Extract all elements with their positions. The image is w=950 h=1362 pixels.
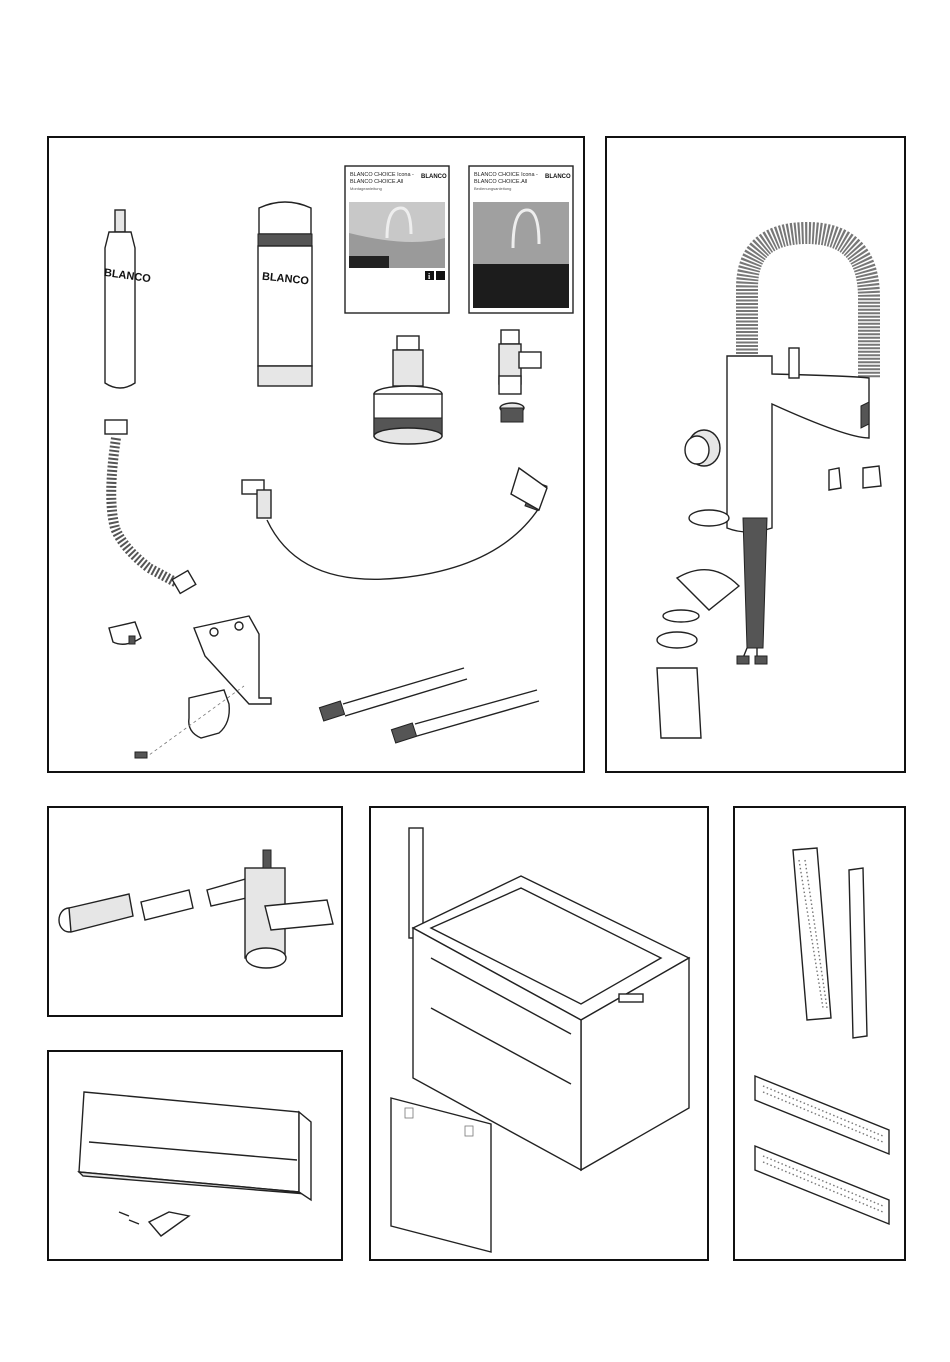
accessories-illustration: BLANCO BLANCO BLANCO CHOICE Icona - BLAN… [49, 138, 587, 775]
filter-cartridge: BLANCO [258, 202, 312, 386]
manual-1-brand: BLANCO [421, 174, 447, 180]
corrugated-hose [105, 420, 196, 593]
manual-2: BLANCO CHOICE Icona - BLANCO CHOICE.All … [469, 166, 573, 313]
tee-valve [499, 330, 541, 422]
faucet-illustration [607, 138, 908, 775]
manual-2-title-line2: BLANCO CHOICE.All [474, 179, 527, 185]
sink-tray-illustration [49, 1052, 345, 1263]
power-cable [242, 468, 547, 579]
panel-sink-tray [47, 1050, 343, 1261]
manual-2-title-line1: BLANCO CHOICE Icona - [474, 172, 538, 178]
mounting-bracket [135, 616, 271, 758]
manual-1-subtitle: Montageanleitung [350, 186, 382, 191]
manual-1-title-line1: BLANCO CHOICE Icona - [350, 172, 414, 178]
panel-rails [733, 806, 906, 1261]
clip [109, 622, 141, 644]
manual-2-brand: BLANCO [545, 174, 571, 180]
cabinet-illustration [371, 808, 711, 1263]
panel-accessories: BLANCO BLANCO BLANCO CHOICE Icona - BLAN… [47, 136, 585, 773]
manual-1: BLANCO CHOICE Icona - BLANCO CHOICE.All … [345, 166, 449, 313]
faucet [657, 233, 881, 738]
adapter-ring [374, 336, 442, 444]
manual-2-subtitle: Bedienungsanleitung [474, 186, 511, 191]
cabinet [391, 828, 689, 1252]
manual-1-title-line2: BLANCO CHOICE.All [350, 179, 403, 185]
panel-faucet [605, 136, 906, 773]
co2-bottle: BLANCO [103, 210, 152, 388]
rails [755, 848, 889, 1224]
panel-cabinet [369, 806, 709, 1261]
water-tubes [319, 668, 539, 743]
drain-illustration [49, 808, 345, 1019]
panel-drain [47, 806, 343, 1017]
drain-set [59, 850, 333, 968]
sink-tray [79, 1092, 311, 1236]
rails-illustration [735, 808, 908, 1263]
